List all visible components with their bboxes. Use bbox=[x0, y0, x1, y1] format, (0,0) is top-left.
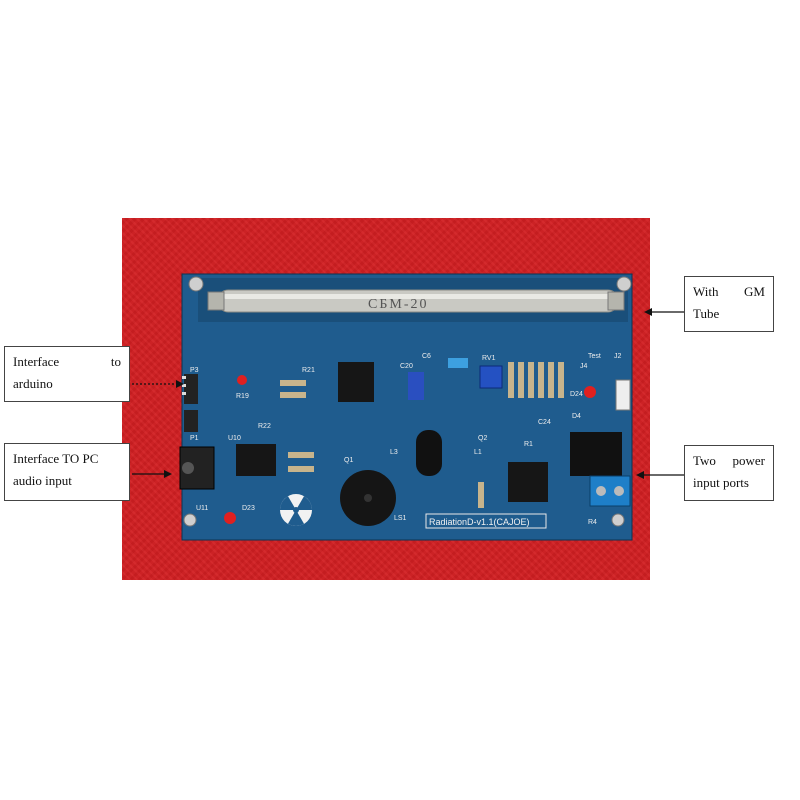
silk-q1: Q1 bbox=[344, 457, 353, 464]
ic-chip bbox=[236, 444, 276, 476]
ic-chip bbox=[338, 362, 374, 402]
geiger-counter-board: СБМ-20 bbox=[179, 273, 633, 541]
callout-power-ports: Two power input ports bbox=[684, 445, 774, 501]
resistors bbox=[280, 380, 484, 508]
board-label-box bbox=[425, 513, 547, 529]
callout-power-line2: input ports bbox=[693, 475, 749, 490]
silk-p3: P3 bbox=[190, 367, 199, 374]
arrow-arduino bbox=[132, 380, 184, 388]
arrow-power bbox=[636, 471, 684, 479]
silk-c20: C20 bbox=[400, 363, 413, 370]
dc-power-jack bbox=[570, 432, 622, 476]
callout-gm-tube-line1-right: GM bbox=[744, 284, 765, 299]
silk-c6: C6 bbox=[422, 353, 431, 360]
silk-r22: R22 bbox=[258, 423, 271, 430]
mount-screw bbox=[183, 513, 197, 527]
silk-p1: P1 bbox=[190, 435, 199, 442]
silk-r1: R1 bbox=[524, 441, 533, 448]
callout-gm-tube: With GM Tube bbox=[684, 276, 774, 332]
silk-l1: L1 bbox=[474, 449, 482, 456]
mount-screw bbox=[188, 276, 204, 292]
silk-ls1: LS1 bbox=[394, 515, 407, 522]
callout-gm-tube-line2: Tube bbox=[693, 306, 720, 321]
arrow-gm-tube bbox=[644, 308, 684, 316]
callout-gm-tube-line1-left: With bbox=[693, 284, 719, 299]
capacitor bbox=[408, 372, 424, 400]
radiation-symbol bbox=[280, 494, 312, 526]
red-led bbox=[224, 512, 236, 524]
capacitor bbox=[448, 358, 468, 368]
callout-pc-audio-line2: audio input bbox=[13, 473, 72, 488]
silk-j4: J4 bbox=[580, 363, 588, 370]
silk-d24: D24 bbox=[570, 391, 583, 398]
gm-tube-label: СБМ-20 bbox=[368, 297, 429, 312]
mount-screw bbox=[616, 276, 632, 292]
arrow-pc-audio bbox=[132, 470, 172, 478]
silk-u11: U11 bbox=[196, 505, 208, 512]
silk-j2: J2 bbox=[614, 353, 622, 360]
silk-rv1: RV1 bbox=[482, 355, 496, 362]
ic-chip bbox=[508, 462, 548, 502]
callout-arduino-line1-right: to bbox=[110, 354, 121, 369]
callout-pc-audio-line1: Interface TO PC bbox=[13, 451, 99, 466]
red-led bbox=[584, 386, 596, 398]
silk-d23: D23 bbox=[242, 505, 255, 512]
arduino-header-pins bbox=[182, 374, 198, 432]
callout-arduino-interface: Interface to arduino bbox=[4, 346, 130, 402]
silk-u10: U10 bbox=[228, 435, 241, 442]
silk-r19: R19 bbox=[236, 393, 249, 400]
power-switch bbox=[615, 379, 631, 411]
board-label: RadiationD-v1.1(CAJOE) bbox=[429, 517, 530, 527]
silk-c24: C24 bbox=[538, 419, 551, 426]
callout-arduino-line2: arduino bbox=[13, 376, 53, 391]
gm-tube bbox=[207, 289, 625, 313]
trim-potentiometer bbox=[479, 365, 503, 389]
inductor bbox=[416, 430, 442, 476]
callout-power-line1-right: power bbox=[732, 453, 766, 468]
callout-pc-audio-interface: Interface TO PC audio input bbox=[4, 443, 130, 501]
callout-power-line1-left: Two bbox=[693, 453, 716, 468]
resistor-array bbox=[508, 362, 564, 398]
mount-screw bbox=[611, 513, 625, 527]
callout-arduino-line1-left: Interface bbox=[13, 354, 60, 369]
silk-r4: R4 bbox=[588, 519, 597, 526]
silk-r21: R21 bbox=[302, 367, 315, 374]
red-led bbox=[237, 375, 247, 385]
silk-l3: L3 bbox=[390, 449, 398, 456]
silk-q2: Q2 bbox=[478, 435, 487, 442]
silk-test: Test bbox=[588, 353, 601, 360]
silk-d4: D4 bbox=[572, 413, 581, 420]
